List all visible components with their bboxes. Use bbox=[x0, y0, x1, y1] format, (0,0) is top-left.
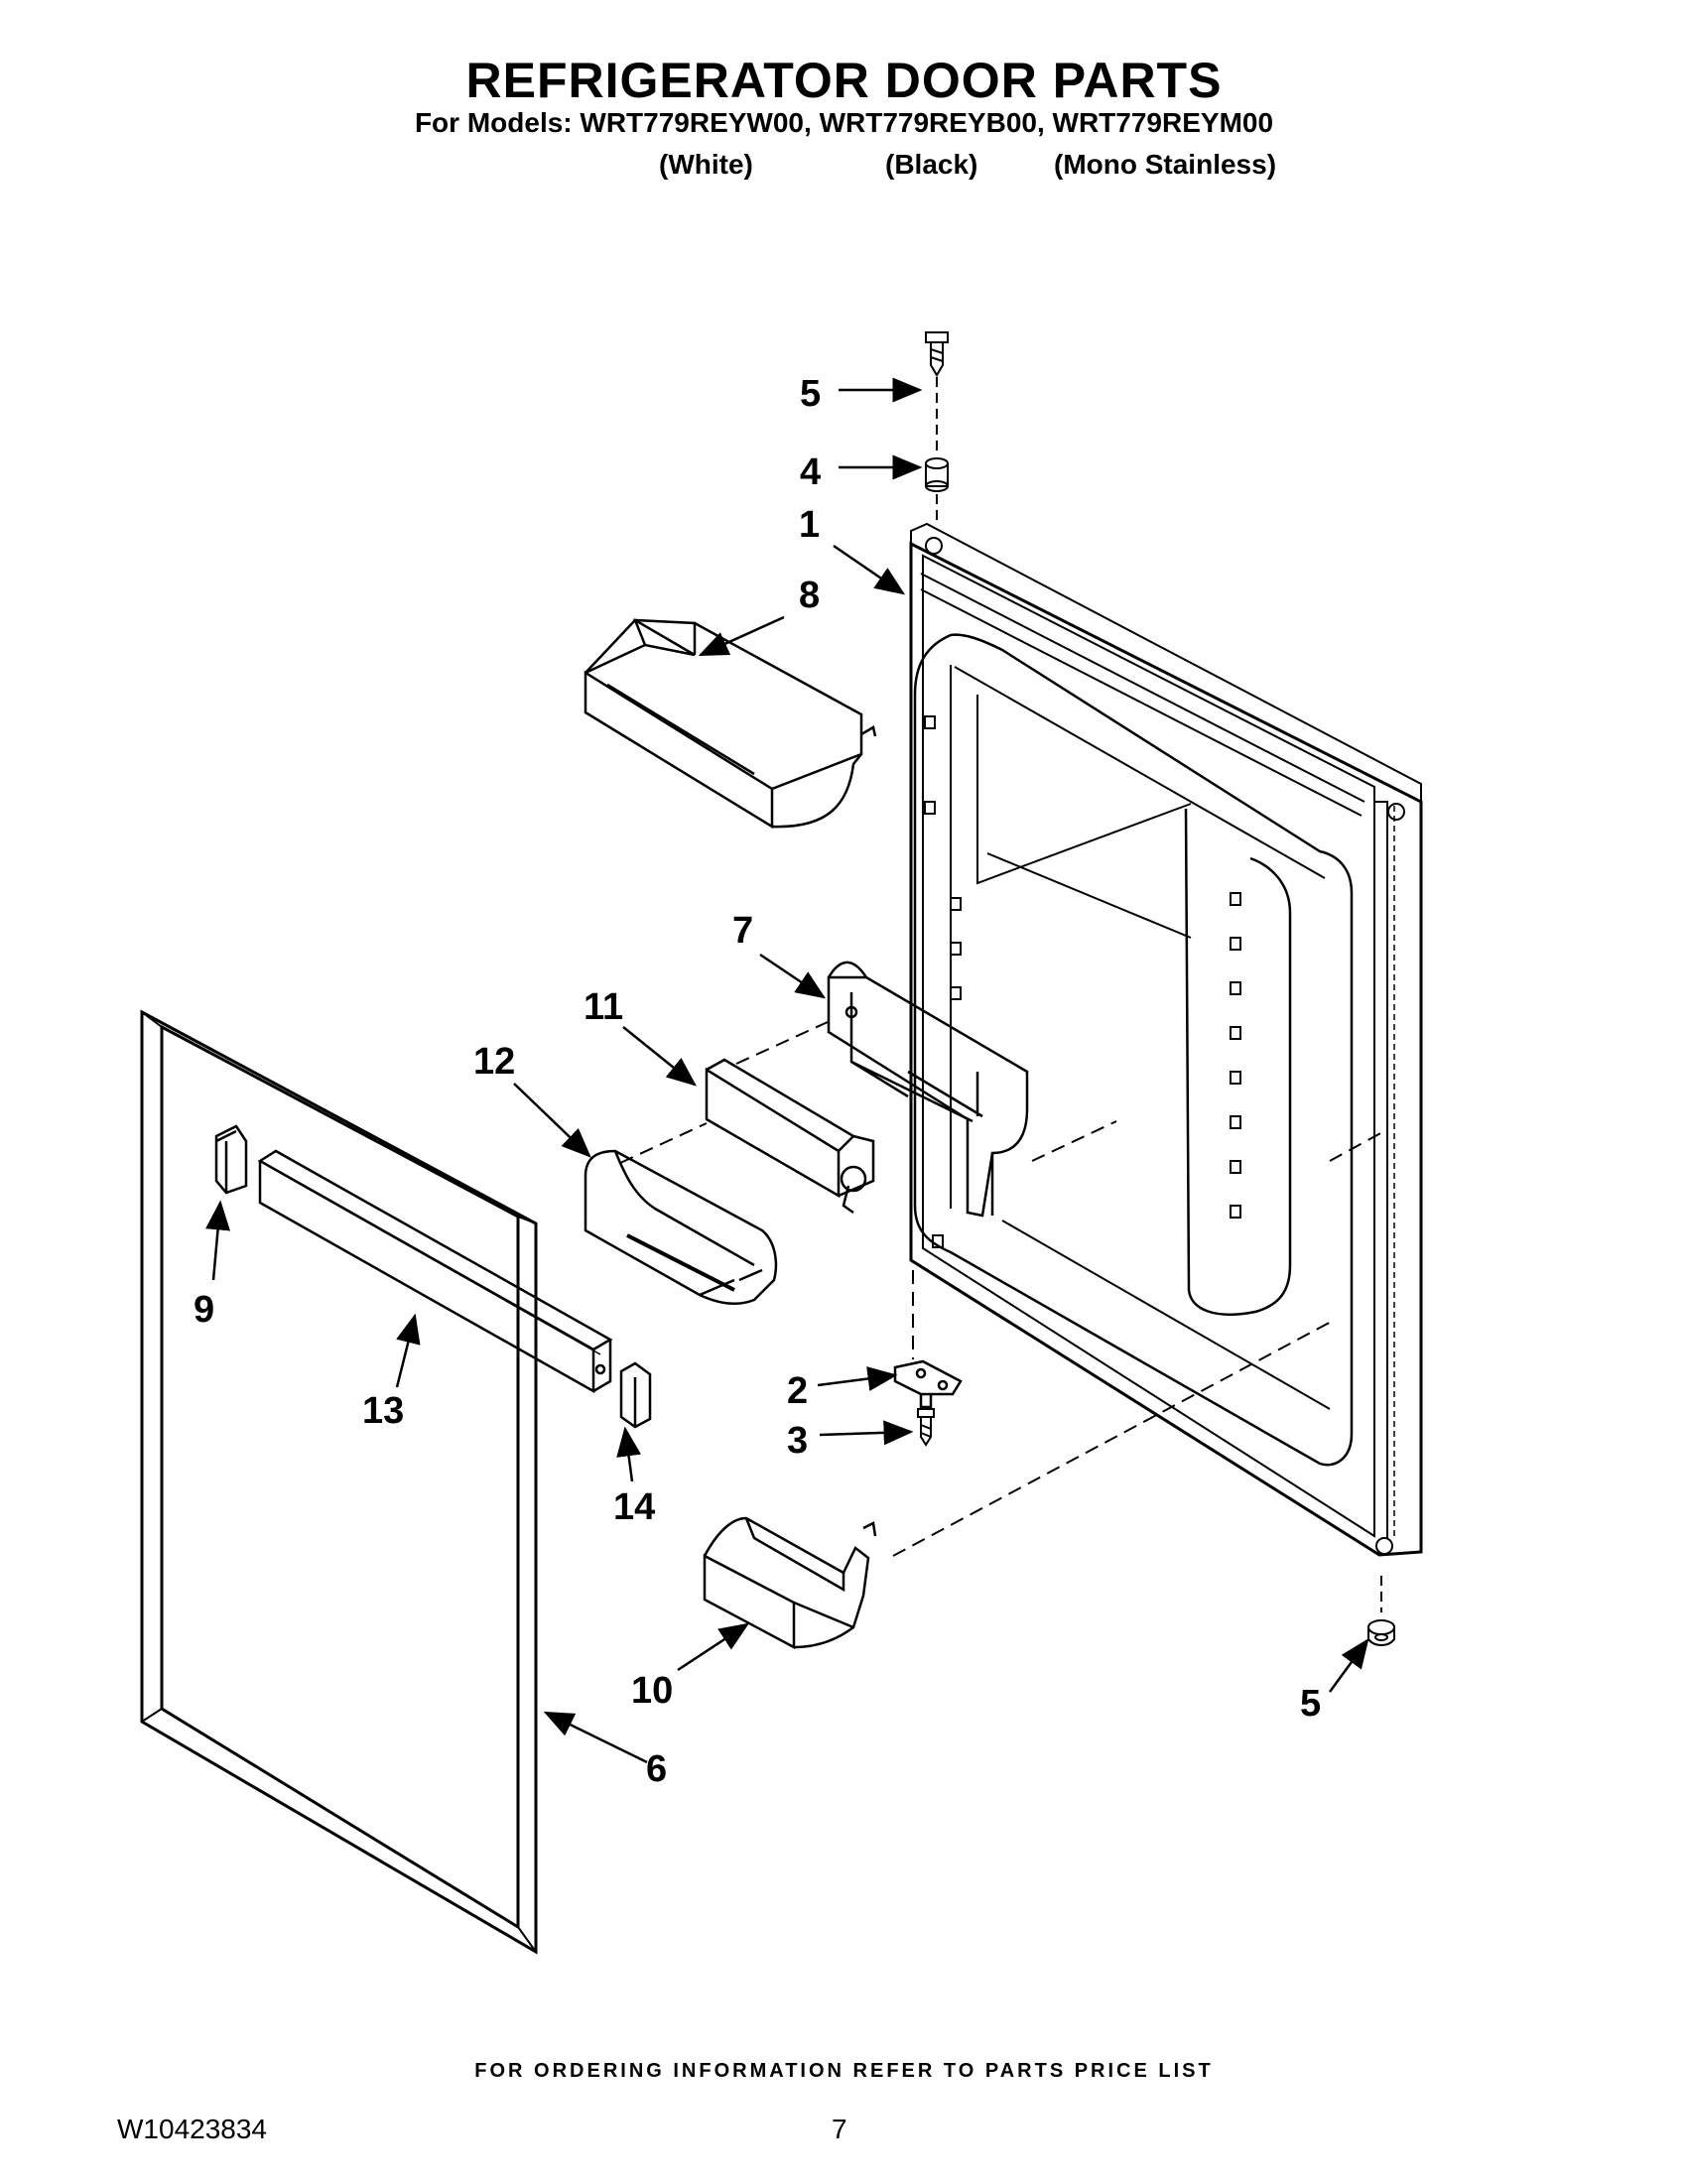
hinge-screw-top-part bbox=[925, 331, 949, 452]
end-cap-right-part bbox=[619, 1361, 652, 1429]
callout-12: 12 bbox=[473, 1041, 515, 1083]
trim-strip-part bbox=[257, 1149, 613, 1394]
callout-7: 7 bbox=[732, 910, 753, 952]
variant-mono-stainless: (Mono Stainless) bbox=[1054, 149, 1277, 180]
small-bin-part bbox=[705, 1058, 875, 1215]
callout-5-top: 5 bbox=[800, 373, 821, 415]
hinge-bushing-part bbox=[925, 457, 949, 524]
callout-4: 4 bbox=[800, 451, 821, 493]
upper-door-bin-part bbox=[584, 618, 877, 830]
end-cap-left-part bbox=[214, 1124, 248, 1195]
door-liner-part bbox=[909, 522, 1423, 1557]
callout-14: 14 bbox=[613, 1486, 655, 1528]
hinge-screw-part bbox=[917, 1408, 935, 1447]
callout-1: 1 bbox=[799, 504, 820, 546]
callout-13: 13 bbox=[362, 1390, 404, 1432]
dispenser-cover-part bbox=[584, 1149, 778, 1306]
callout-numbers: 1 2 3 4 5 5 6 7 8 9 10 11 12 13 14 bbox=[194, 373, 1321, 1790]
hinge-nut-bottom-part bbox=[1367, 1576, 1395, 1646]
ordering-note: FOR ORDERING INFORMATION REFER TO PARTS … bbox=[474, 2060, 1214, 2082]
dispenser-housing-part bbox=[827, 961, 1029, 1218]
callout-6: 6 bbox=[646, 1748, 667, 1790]
hinge-bracket-part bbox=[893, 1359, 963, 1409]
lower-door-bin-part bbox=[703, 1516, 877, 1650]
callout-9: 9 bbox=[194, 1289, 214, 1331]
document-number: W10423834 bbox=[117, 2114, 268, 2144]
page-title: REFRIGERATOR DOOR PARTS bbox=[465, 53, 1223, 108]
variant-white: (White) bbox=[659, 149, 753, 180]
page-number: 7 bbox=[832, 2114, 847, 2144]
models-line: For Models: WRT779REYW00, WRT779REYB00, … bbox=[414, 107, 1274, 138]
callout-3: 3 bbox=[787, 1420, 808, 1462]
variant-black: (Black) bbox=[885, 149, 978, 180]
callout-5-bottom: 5 bbox=[1300, 1683, 1321, 1725]
callout-10: 10 bbox=[631, 1670, 673, 1712]
callout-8: 8 bbox=[799, 575, 820, 616]
assembly-lines bbox=[619, 1021, 1385, 1557]
callout-11: 11 bbox=[584, 986, 623, 1028]
callout-2: 2 bbox=[787, 1370, 808, 1412]
leader-arrows bbox=[205, 377, 1369, 1764]
door-gasket-part bbox=[140, 1009, 538, 1955]
